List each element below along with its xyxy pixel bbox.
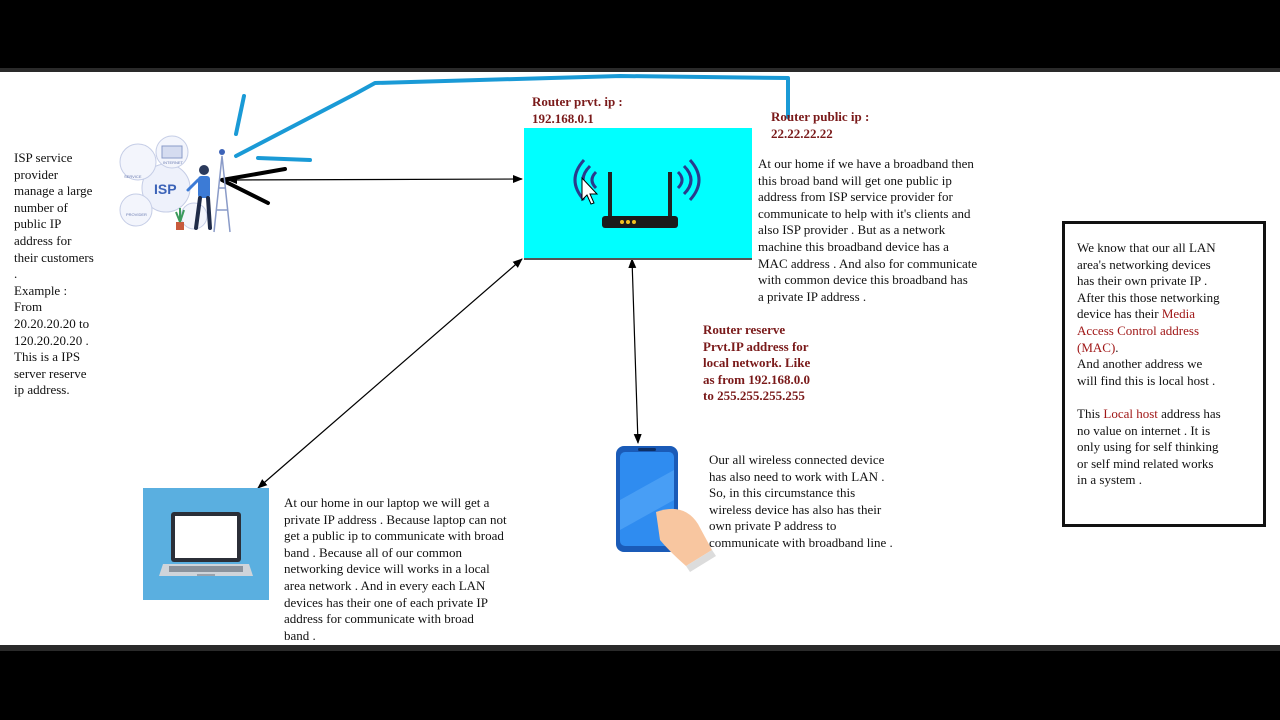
phone-icon [616,446,716,572]
isp-service-label: SERVICE [124,174,142,179]
router-private-ip-label: Router prvt. ip : 192.168.0.1 [532,94,623,126]
isp-graphic: ISP SERVICE INTERNET PROVIDER [119,135,231,233]
router-reserve-note: Router reserve Prvt.IP address for local… [703,322,811,404]
pen-stroke-blue-loop [234,74,790,158]
lan-info-part1: We know that our all LAN area's networki… [1077,240,1220,322]
mac-highlight: Media Access Control address (MAC) [1077,306,1200,355]
video-top-edge [0,68,1280,72]
router-public-ip-label: Router public ip : 22.22.22.22 [771,109,870,141]
video-bottom-edge [0,645,1280,651]
laptop-icon [159,512,253,576]
router-laptop-arrow [257,258,523,489]
router-icon [573,158,701,228]
isp-provider-label: PROVIDER [126,212,147,217]
connection-lines [220,74,790,489]
lan-info-part3: address has no value on internet . It is… [1077,405,1221,488]
isp-router-arrow [227,175,523,184]
slide-canvas: ISP SERVICE INTERNET PROVIDER ISP servic… [0,72,1280,645]
lan-info-box: We know that our all LAN area's networki… [1062,221,1266,527]
phone-description: Our all wireless connected device has al… [709,452,893,550]
laptop-description: At our home in our laptop we will get a … [284,495,507,643]
laptop-panel [143,488,269,600]
pen-stroke-black-arrow [220,167,287,205]
isp-internet-label: INTERNET [163,160,184,165]
pen-stroke-blue-dash [256,156,312,162]
router-panel [524,128,752,260]
pen-stroke-blue-tick [234,94,246,136]
localhost-highlight: Local host [1103,405,1158,421]
lan-info-text: We know that our all LAN area's networki… [1077,240,1221,489]
phone-illustration [600,440,720,580]
lan-info-part2: . And another address we will find this … [1077,339,1216,421]
router-phone-arrow [628,258,642,444]
router-description: At our home if we have a broadband then … [758,156,978,304]
isp-description: ISP service provider manage a large numb… [14,150,94,398]
isp-logo-text: ISP [154,181,177,197]
isp-illustration: ISP SERVICE INTERNET PROVIDER [114,132,244,236]
